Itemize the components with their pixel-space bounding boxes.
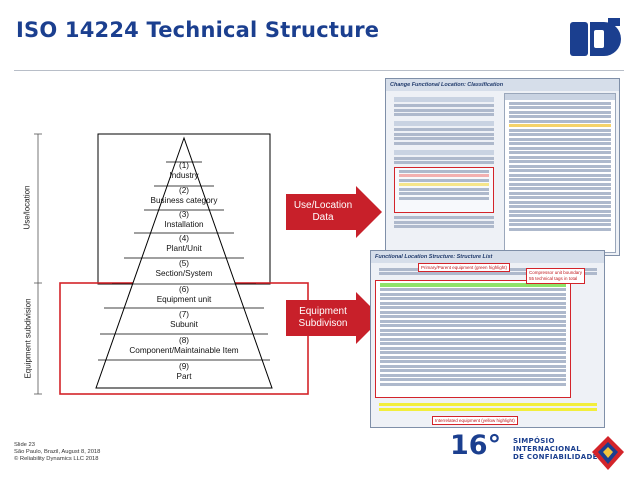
conference-line-3: DE CONFIABILIDADE: [513, 453, 598, 461]
level-9-label: (9) Part: [104, 362, 264, 382]
level-8-label: (8) Component/Maintainable Item: [104, 336, 264, 356]
equipment-subdivision-arrow: [286, 292, 382, 344]
equipment-subdivision-callout: Equipment Subdivison: [298, 306, 348, 329]
iso-hierarchy-pyramid: [34, 133, 309, 395]
level-6-name: Equipment unit: [156, 295, 212, 304]
equipment-subdivision-side-label: Equipment subdivision: [23, 298, 33, 379]
level-2-number: (2): [178, 186, 189, 195]
conference-line-1: SIMPÓSIO: [513, 437, 555, 445]
slide-footer: Slide 23 São Paulo, Brazil, August 8, 20…: [14, 442, 100, 463]
conference-name: SIMPÓSIO INTERNACIONAL DE CONFIABILIDADE: [513, 437, 598, 461]
level-6-number: (6): [178, 285, 189, 294]
compressor-boundary-tag: Compressor unit boundary 55 technical ta…: [526, 268, 586, 284]
level-9-name: Part: [176, 372, 192, 381]
level-3-label: (3) Installation: [104, 210, 264, 230]
level-3-number: (3): [178, 210, 189, 219]
title-divider: [14, 70, 624, 71]
classification-window-title: Change Functional Location: Classificati…: [386, 79, 619, 91]
use-location-side-label: Use/location: [22, 185, 32, 230]
interrelated-equipment-rows: [375, 401, 601, 413]
level-4-name: Plant/Unit: [166, 244, 202, 253]
conference-edition-number: 16°: [450, 430, 502, 461]
classification-form-panel: [390, 95, 498, 253]
reliability-dynamics-logo: [570, 18, 621, 56]
level-1-label: (1) Industry: [104, 161, 264, 181]
level-5-name: Section/System: [155, 269, 213, 278]
level-4-number: (4): [178, 234, 189, 243]
event-location-date: São Paulo, Brazil, August 8, 2018: [14, 449, 101, 455]
level-8-number: (8): [178, 336, 189, 345]
sap-classification-screen: Change Functional Location: Classificati…: [385, 78, 620, 256]
use-location-callout: Use/Location Data: [293, 200, 353, 223]
interrelated-equipment-tag: Interrelated equipment (yellow highlight…: [432, 416, 518, 425]
level-4-label: (4) Plant/Unit: [104, 234, 264, 254]
level-2-name: Business category: [150, 196, 218, 205]
level-5-label: (5) Section/System: [104, 259, 264, 279]
level-2-label: (2) Business category: [104, 186, 264, 206]
level-5-number: (5): [178, 259, 189, 268]
conference-line-2: INTERNACIONAL: [513, 445, 582, 453]
conference-emblem-icon: [592, 436, 624, 470]
value-list-popup: [504, 93, 616, 253]
structure-window-title: Functional Location Structure: Structure…: [371, 251, 604, 263]
characteristics-highlight-box: [394, 167, 494, 213]
level-1-name: Industry: [169, 171, 199, 180]
level-9-number: (9): [178, 362, 189, 371]
level-7-label: (7) Subunit: [104, 310, 264, 330]
primary-equipment-tag: Primary/Parent equipment (green highligh…: [418, 263, 511, 272]
slide-number: Slide 23: [14, 442, 35, 448]
level-7-number: (7): [178, 310, 189, 319]
level-7-name: Subunit: [170, 320, 198, 329]
level-8-name: Component/Maintainable Item: [129, 346, 239, 355]
compressor-boundary-box: [375, 280, 571, 398]
use-location-arrow: [286, 186, 382, 238]
level-1-number: (1): [178, 161, 189, 170]
slide-title: ISO 14224 Technical Structure: [16, 18, 380, 42]
level-6-label: (6) Equipment unit: [104, 285, 264, 305]
level-3-name: Installation: [164, 220, 204, 229]
copyright: © Reliability Dynamics LLC 2018: [14, 456, 99, 462]
